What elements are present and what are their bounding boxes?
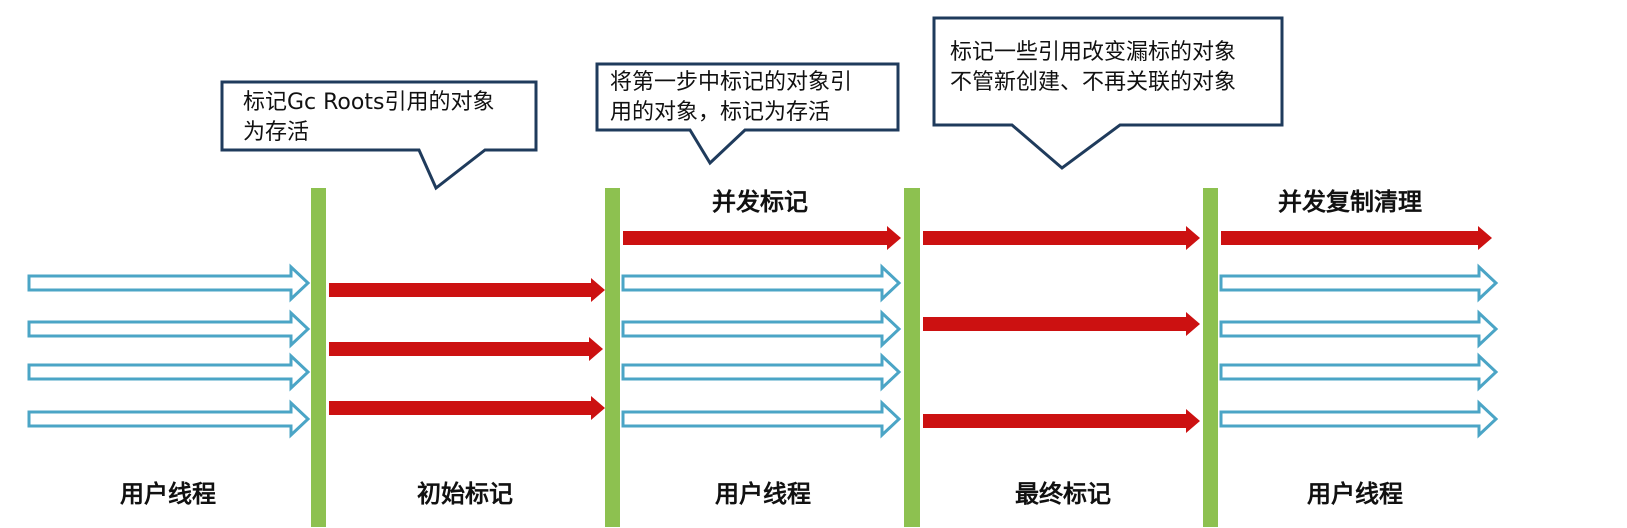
gc-thread-arrow — [923, 409, 1200, 433]
gc-thread-arrow — [329, 337, 603, 361]
safepoint-bar — [311, 188, 326, 527]
gc-thread-arrow — [623, 226, 901, 250]
callout-box-initial-mark — [220, 80, 538, 191]
user-thread-arrow — [621, 309, 902, 349]
callout-text-initial-mark: 标记Gc Roots引用的对象 为存活 — [243, 90, 495, 145]
user-thread-arrow — [621, 399, 902, 439]
phase-label-final-mark: 最终标记 — [1015, 480, 1111, 508]
gc-thread-arrow — [329, 396, 605, 420]
user-thread-arrow — [621, 352, 902, 392]
safepoint-bar — [904, 188, 920, 527]
user-thread-arrow — [1219, 263, 1499, 303]
gc-thread-arrow — [329, 278, 605, 302]
phase-label-user-thread: 用户线程 — [120, 480, 216, 508]
callout-box-final-mark — [932, 16, 1284, 170]
callout-box-concurrent-mark — [595, 62, 900, 166]
phase-label-concurrent-copy-cleanup: 并发复制清理 — [1278, 188, 1422, 216]
gc-thread-arrow — [1221, 226, 1492, 250]
user-thread-arrow — [27, 352, 311, 392]
gc-thread-arrow — [923, 226, 1200, 250]
user-thread-arrow — [1219, 309, 1499, 349]
phase-label-initial-mark: 初始标记 — [417, 480, 513, 508]
gc-thread-arrow — [923, 312, 1200, 336]
user-thread-arrow — [27, 399, 311, 439]
user-thread-arrow — [621, 263, 902, 303]
phase-label-user-thread: 用户线程 — [715, 480, 811, 508]
safepoint-bar — [605, 188, 620, 527]
user-thread-arrow — [1219, 352, 1499, 392]
phase-label-concurrent-mark: 并发标记 — [712, 188, 808, 216]
user-thread-arrow — [27, 263, 311, 303]
user-thread-arrow — [1219, 399, 1499, 439]
safepoint-bar — [1203, 188, 1218, 527]
user-thread-arrow — [27, 309, 311, 349]
phase-label-user-thread: 用户线程 — [1307, 480, 1403, 508]
callout-text-final-mark: 标记一些引用改变漏标的对象 不管新创建、不再关联的对象 — [950, 40, 1237, 95]
callout-text-concurrent-mark: 将第一步中标记的对象引 用的对象，标记为存活 — [610, 70, 853, 125]
